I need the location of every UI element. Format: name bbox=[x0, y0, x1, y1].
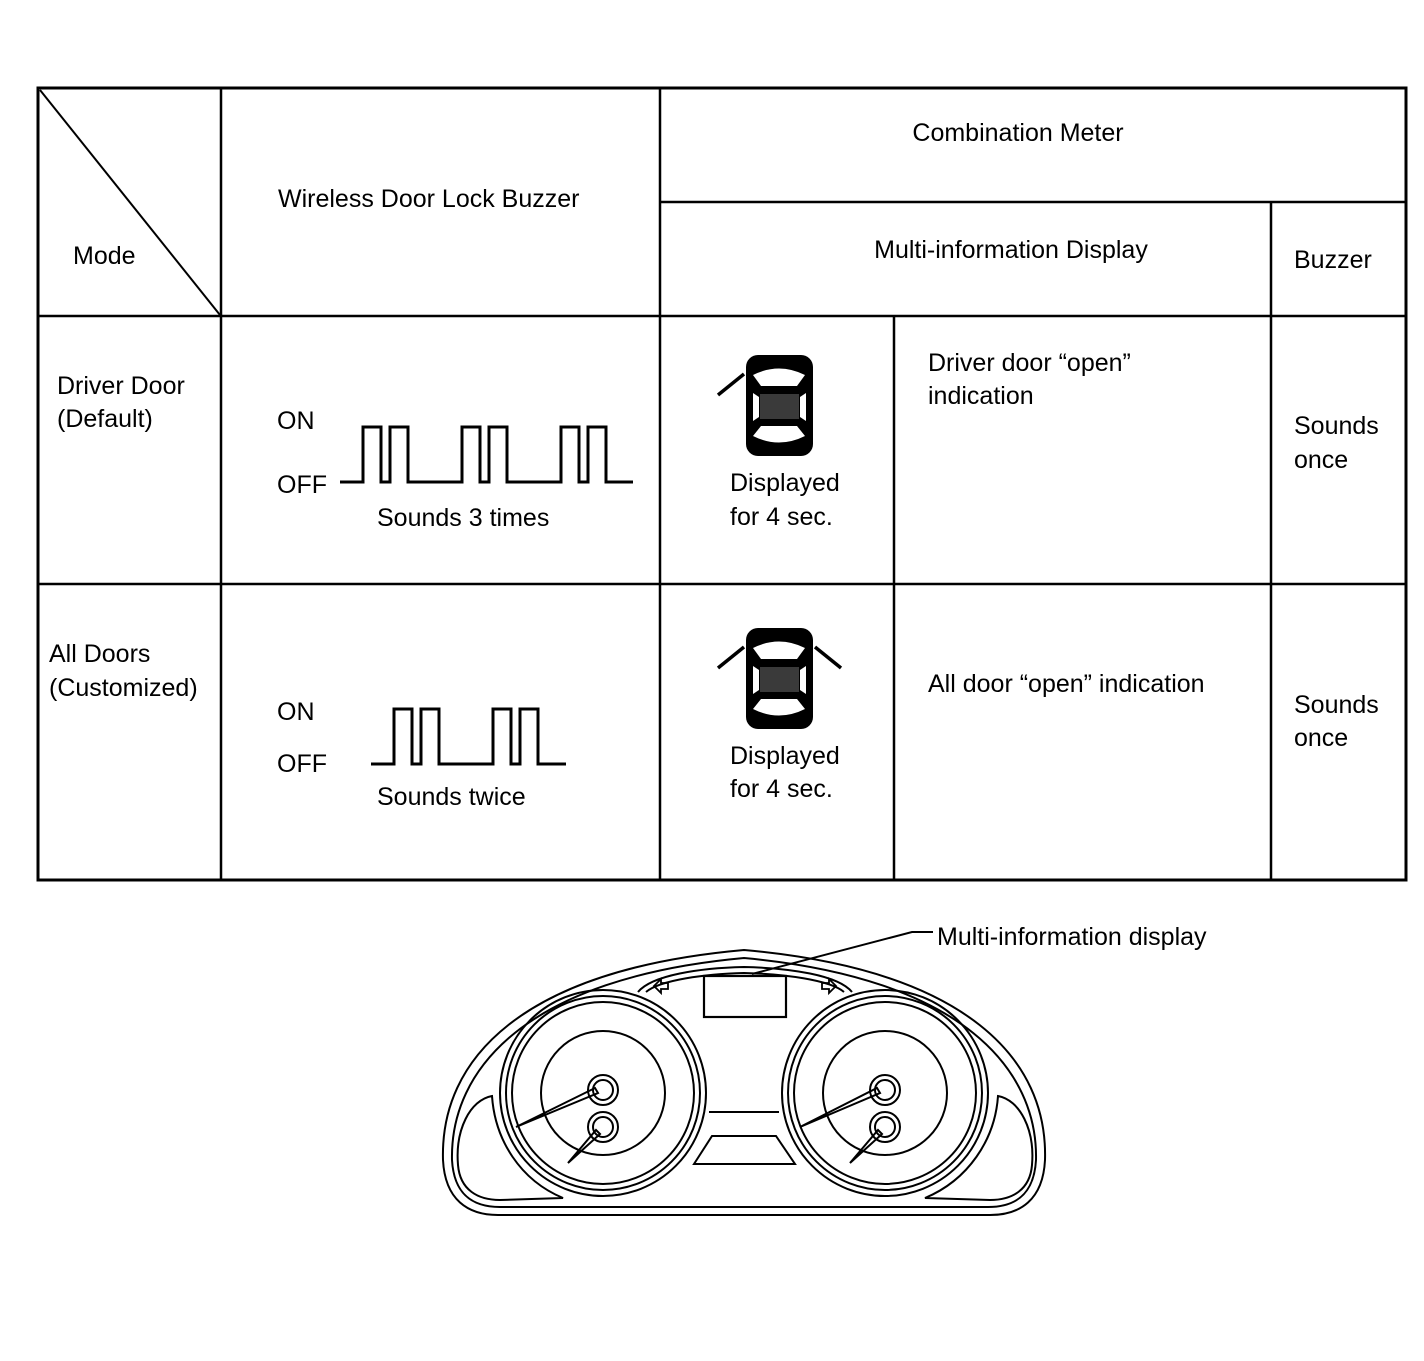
row1-buzzer-line2: once bbox=[1294, 446, 1349, 474]
row1-mode-line1: Driver Door bbox=[57, 372, 185, 400]
waveform-two-pulses bbox=[371, 707, 566, 766]
callout-leader-line bbox=[751, 931, 933, 975]
row1-off-label: OFF bbox=[277, 471, 327, 499]
row2-sound-caption: Sounds twice bbox=[377, 783, 526, 811]
cluster-callout-label: Multi-information display bbox=[937, 923, 1207, 951]
row2-displayed-line2: for 4 sec. bbox=[730, 775, 833, 803]
row2-indication-line1: All door “open” indication bbox=[928, 670, 1205, 698]
row2-on-label: ON bbox=[277, 698, 315, 726]
header-multi-information-display: Multi-information Display bbox=[874, 236, 1148, 264]
row1-buzzer-line1: Sounds bbox=[1294, 412, 1379, 440]
instrument-cluster-icon bbox=[441, 948, 1047, 1216]
row1-indication-line1: Driver door “open” bbox=[928, 349, 1131, 377]
row2-buzzer-line1: Sounds bbox=[1294, 691, 1379, 719]
row1-sound-caption: Sounds 3 times bbox=[377, 504, 550, 532]
row1-indication-line2: indication bbox=[928, 382, 1034, 410]
row2-off-label: OFF bbox=[277, 750, 327, 778]
header-wireless-door-lock-buzzer: Wireless Door Lock Buzzer bbox=[278, 185, 580, 213]
waveform-three-pulses bbox=[340, 425, 633, 484]
row2-mode-line2: (Customized) bbox=[49, 674, 198, 702]
driver-door-open-icon bbox=[716, 355, 813, 456]
row1-on-label: ON bbox=[277, 407, 315, 435]
table-grid bbox=[36, 86, 1408, 882]
all-doors-open-icon bbox=[716, 628, 843, 729]
header-combination-meter: Combination Meter bbox=[912, 119, 1124, 147]
header-diagonal bbox=[39, 89, 221, 316]
row1-mode-line2: (Default) bbox=[57, 405, 153, 433]
row1-displayed-line1: Displayed bbox=[730, 469, 840, 497]
row1-displayed-line2: for 4 sec. bbox=[730, 503, 833, 531]
header-mode: Mode bbox=[73, 242, 136, 270]
row2-mode-line1: All Doors bbox=[49, 640, 151, 668]
row2-displayed-line1: Displayed bbox=[730, 742, 840, 770]
row2-buzzer-line2: once bbox=[1294, 724, 1349, 752]
header-buzzer: Buzzer bbox=[1294, 246, 1372, 274]
